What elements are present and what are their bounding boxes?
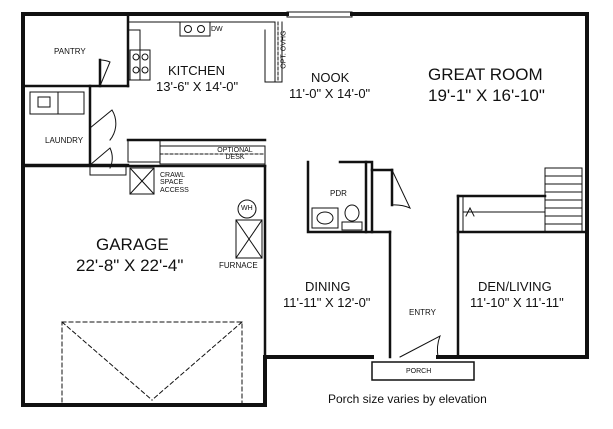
- window: [286, 11, 353, 18]
- exterior-walls: [21, 12, 589, 407]
- porch: [371, 361, 475, 381]
- kitchen-counters: [127, 21, 283, 165]
- nook-size: 11'-0" X 14'-0": [289, 86, 371, 101]
- garage-size: 22'-8" X 22'-4": [76, 256, 184, 275]
- water-heater-label: WH: [241, 205, 253, 212]
- optional-desk-label: OPTIONAL DESK: [217, 147, 253, 162]
- pantry-label: PANTRY: [54, 47, 86, 56]
- caption: Porch size varies by elevation: [328, 392, 487, 406]
- garage-door: [61, 321, 243, 407]
- water-heater: [237, 199, 257, 219]
- porch-label: PORCH: [406, 368, 432, 375]
- furnace-label: FURNACE: [219, 261, 258, 270]
- laundry-fixtures: [29, 91, 127, 176]
- great-room-size: 19'-1" X 16'-10": [428, 86, 545, 105]
- den-living-label: DEN/LIVING: [478, 279, 552, 294]
- kitchen-label: KITCHEN: [168, 63, 226, 78]
- pdr-fixtures: [311, 204, 363, 231]
- garage-label: GARAGE: [96, 235, 169, 254]
- laundry-label: LAUNDRY: [45, 136, 84, 145]
- kitchen-size: 13'-6" X 14'-0": [156, 79, 239, 94]
- den-living-size: 11'-10" X 11'-11": [470, 295, 564, 310]
- entry-label: ENTRY: [409, 308, 436, 317]
- stairs: [462, 167, 583, 233]
- dishwasher-label: DW: [211, 26, 223, 33]
- crawl-space-access: [129, 167, 155, 195]
- pdr-label: PDR: [330, 189, 347, 198]
- furnace-unit: [235, 219, 263, 259]
- doors: [89, 59, 441, 358]
- great-room-label: GREAT ROOM: [428, 65, 543, 84]
- nook-label: NOOK: [311, 70, 350, 85]
- crawl-space-label: CRAWL SPACE ACCESS: [160, 172, 189, 194]
- dining-label: DINING: [305, 279, 351, 294]
- dining-size: 11'-11" X 12'-0": [283, 295, 371, 310]
- opt-overhang-label: OPT. OVHG: [280, 30, 288, 69]
